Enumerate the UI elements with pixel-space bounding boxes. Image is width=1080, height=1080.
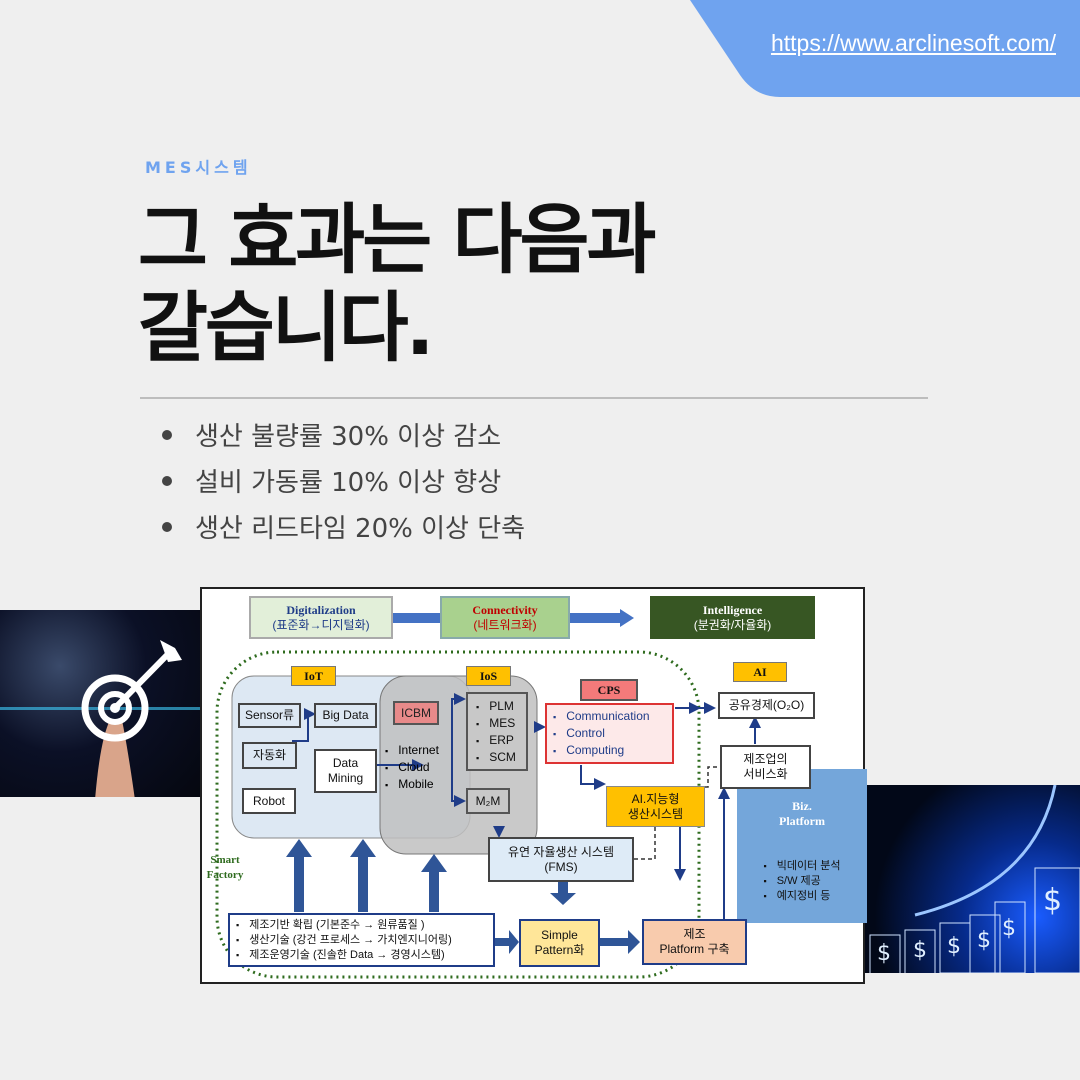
target-arrow-icon [0,640,200,797]
section-kicker: MES시스템 [145,158,252,177]
ios-systems-box: PLMMESERPSCM [466,692,528,771]
cps-box: CommunicationControlComputing [545,703,674,764]
stage-digitalization: Digitalization(표준화→디지털화) [249,596,393,639]
icbm-label: ICBM [393,701,439,725]
sensor-box: Sensor류 [238,703,301,728]
corner-decoration [690,0,1080,97]
m2m-box: M₂M [466,788,510,814]
title-line-2: 갈습니다. [138,283,435,372]
title-line-1: 그 효과는 다음과 [138,195,656,284]
ai-label: AI [733,662,787,682]
dollar-bars-graphic: $ $ $ $ $ $ [869,785,1080,973]
smart-factory-diagram: Digitalization(표준화→디지털화) Connectivity(네트… [200,587,867,984]
bullet-item: 생산 불량률 30% 이상 감소 [162,416,501,453]
svg-text:$: $ [877,941,891,966]
icbm-list: InternetCloudMobile [385,742,439,793]
svg-text:$: $ [1043,883,1062,918]
bullet-item: 생산 리드타임 20% 이상 단축 [162,508,525,545]
svg-text:$: $ [977,928,991,953]
svg-text:$: $ [1002,916,1016,941]
stage-connectivity: Connectivity(네트워크화) [440,596,570,639]
ios-label: IoS [466,666,511,686]
bigdata-box: Big Data [314,703,377,728]
robot-box: Robot [242,788,296,814]
datamining-box: Data Mining [314,749,377,793]
fms-box: 유연 자율생산 시스템(FMS) [488,837,634,882]
divider [140,397,928,399]
bullet-item: 설비 가동률 10% 이상 향상 [162,462,501,499]
cps-label: CPS [580,679,638,701]
foundation-box: 제조기반 확립 (기본준수 → 원류품질 )생산기술 (강건 프로세스 → 가치… [228,913,495,967]
biz-platform-box: Biz.Platform빅데이터 분석S/W 제공예지정비 등 [737,769,867,923]
target-photo [0,610,200,797]
o2o-box: 공유경제(O₂O) [718,692,815,719]
website-link[interactable]: https://www.arclinesoft.com/ [770,30,1056,56]
stage-intelligence: Intelligence(분권화/자율화) [650,596,815,639]
automation-box: 자동화 [242,742,297,769]
iot-label: IoT [291,666,336,686]
svg-text:$: $ [947,934,961,959]
finance-graph-photo: $ $ $ $ $ $ [865,785,1080,973]
svg-text:$: $ [913,938,927,963]
